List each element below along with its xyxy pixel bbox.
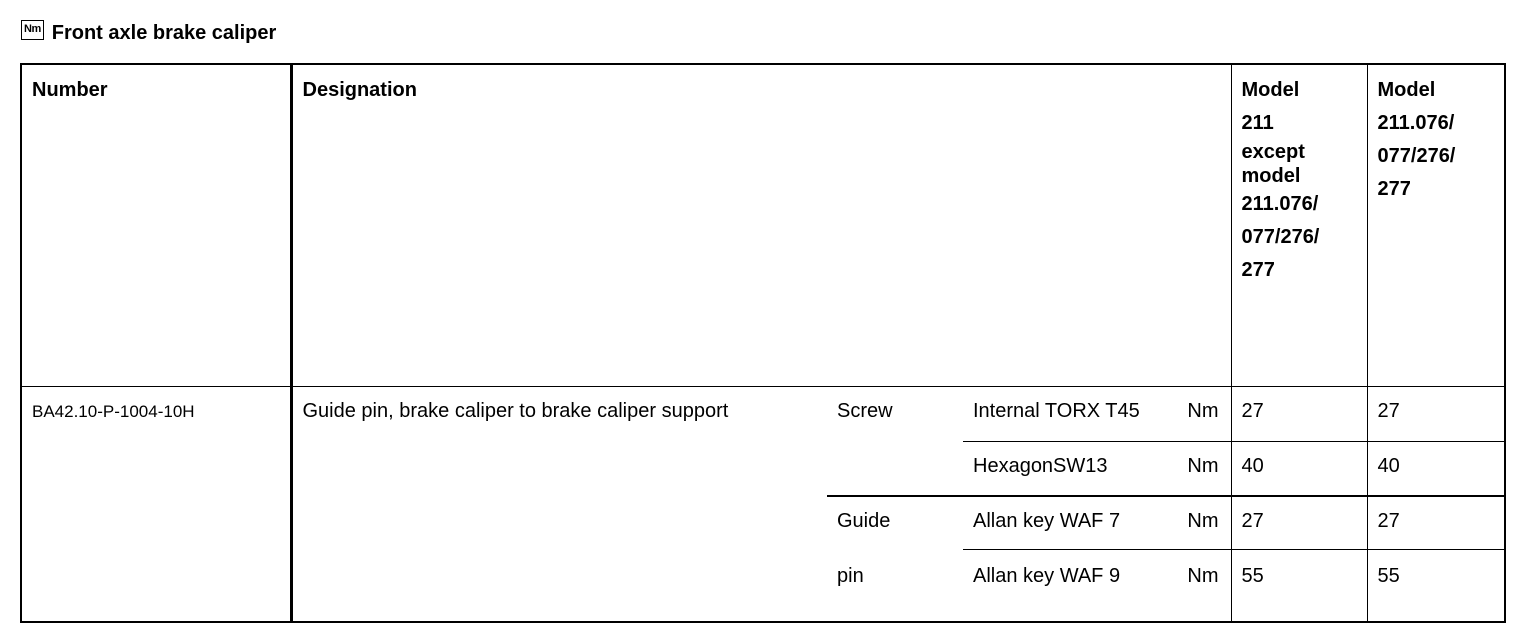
header-model-a-line: 211 (1241, 112, 1274, 134)
group-label-screw: Screw (827, 385, 963, 496)
value-model-a: 27 (1230, 495, 1368, 549)
table-row: pin Allan key WAF 9 Nm 55 55 (21, 548, 1506, 622)
header-model-a-line: 211.076/ (1241, 193, 1319, 215)
table-row: HexagonSW13 Nm 40 40 (21, 440, 1506, 496)
header-model-211-except: Model 211 except model 211.076/ 077/276/… (1230, 64, 1368, 386)
header-model-b-line: 211.076/ (1377, 112, 1455, 134)
unit: Nm (1177, 440, 1232, 496)
tool-name: Allan key WAF 9 (963, 548, 1177, 622)
tool-name: Allan key WAF 7 (963, 495, 1177, 549)
header-model-b-line: Model (1377, 79, 1436, 101)
header-row: Number Designation Model 211 except mode… (21, 64, 1506, 386)
torque-spec-table: Number Designation Model 211 except mode… (20, 63, 1507, 623)
value-model-b: 27 (1366, 495, 1506, 549)
value-model-a: 40 (1230, 440, 1368, 496)
group-label-guide: Guide (827, 495, 963, 549)
header-model-a-line: Model (1241, 79, 1300, 101)
value-model-b: 27 (1366, 385, 1506, 441)
header-model-b-line: 077/276/ (1377, 145, 1456, 167)
doc-number: BA42.10-P-1004-10H (21, 385, 291, 622)
unit: Nm (1177, 385, 1232, 441)
unit: Nm (1177, 495, 1232, 549)
torque-nm-icon: Nm (21, 20, 44, 40)
tool-name: HexagonSW13 (963, 440, 1177, 496)
header-model-a-line: model (1241, 165, 1301, 187)
header-model-b-line: 277 (1377, 178, 1411, 200)
header-designation: Designation (289, 64, 1232, 386)
group-label-pin: pin (837, 565, 864, 587)
header-model-211-076: Model 211.076/ 077/276/ 277 (1366, 64, 1506, 386)
page-title: Front axle brake caliper (51, 21, 277, 44)
header-number: Number (32, 79, 108, 101)
designation: Guide pin, brake caliper to brake calipe… (289, 385, 827, 622)
table-row: BA42.10-P-1004-10H Guide pin, brake cali… (21, 385, 1506, 622)
value-model-b: 40 (1366, 440, 1506, 496)
tool-name: Internal TORX T45 (963, 385, 1177, 441)
title-row: Nm Front axle brake caliper (21, 18, 276, 48)
value-model-a: 55 (1230, 548, 1368, 622)
value-model-a: 27 (1230, 385, 1368, 441)
unit: Nm (1177, 548, 1232, 622)
value-model-b: 55 (1366, 548, 1506, 622)
header-model-a-line: except (1241, 141, 1305, 163)
table-row: Guide Allan key WAF 7 Nm 27 27 (21, 495, 1506, 549)
header-model-a-line: 277 (1241, 259, 1275, 281)
header-model-a-line: 077/276/ (1241, 226, 1320, 248)
